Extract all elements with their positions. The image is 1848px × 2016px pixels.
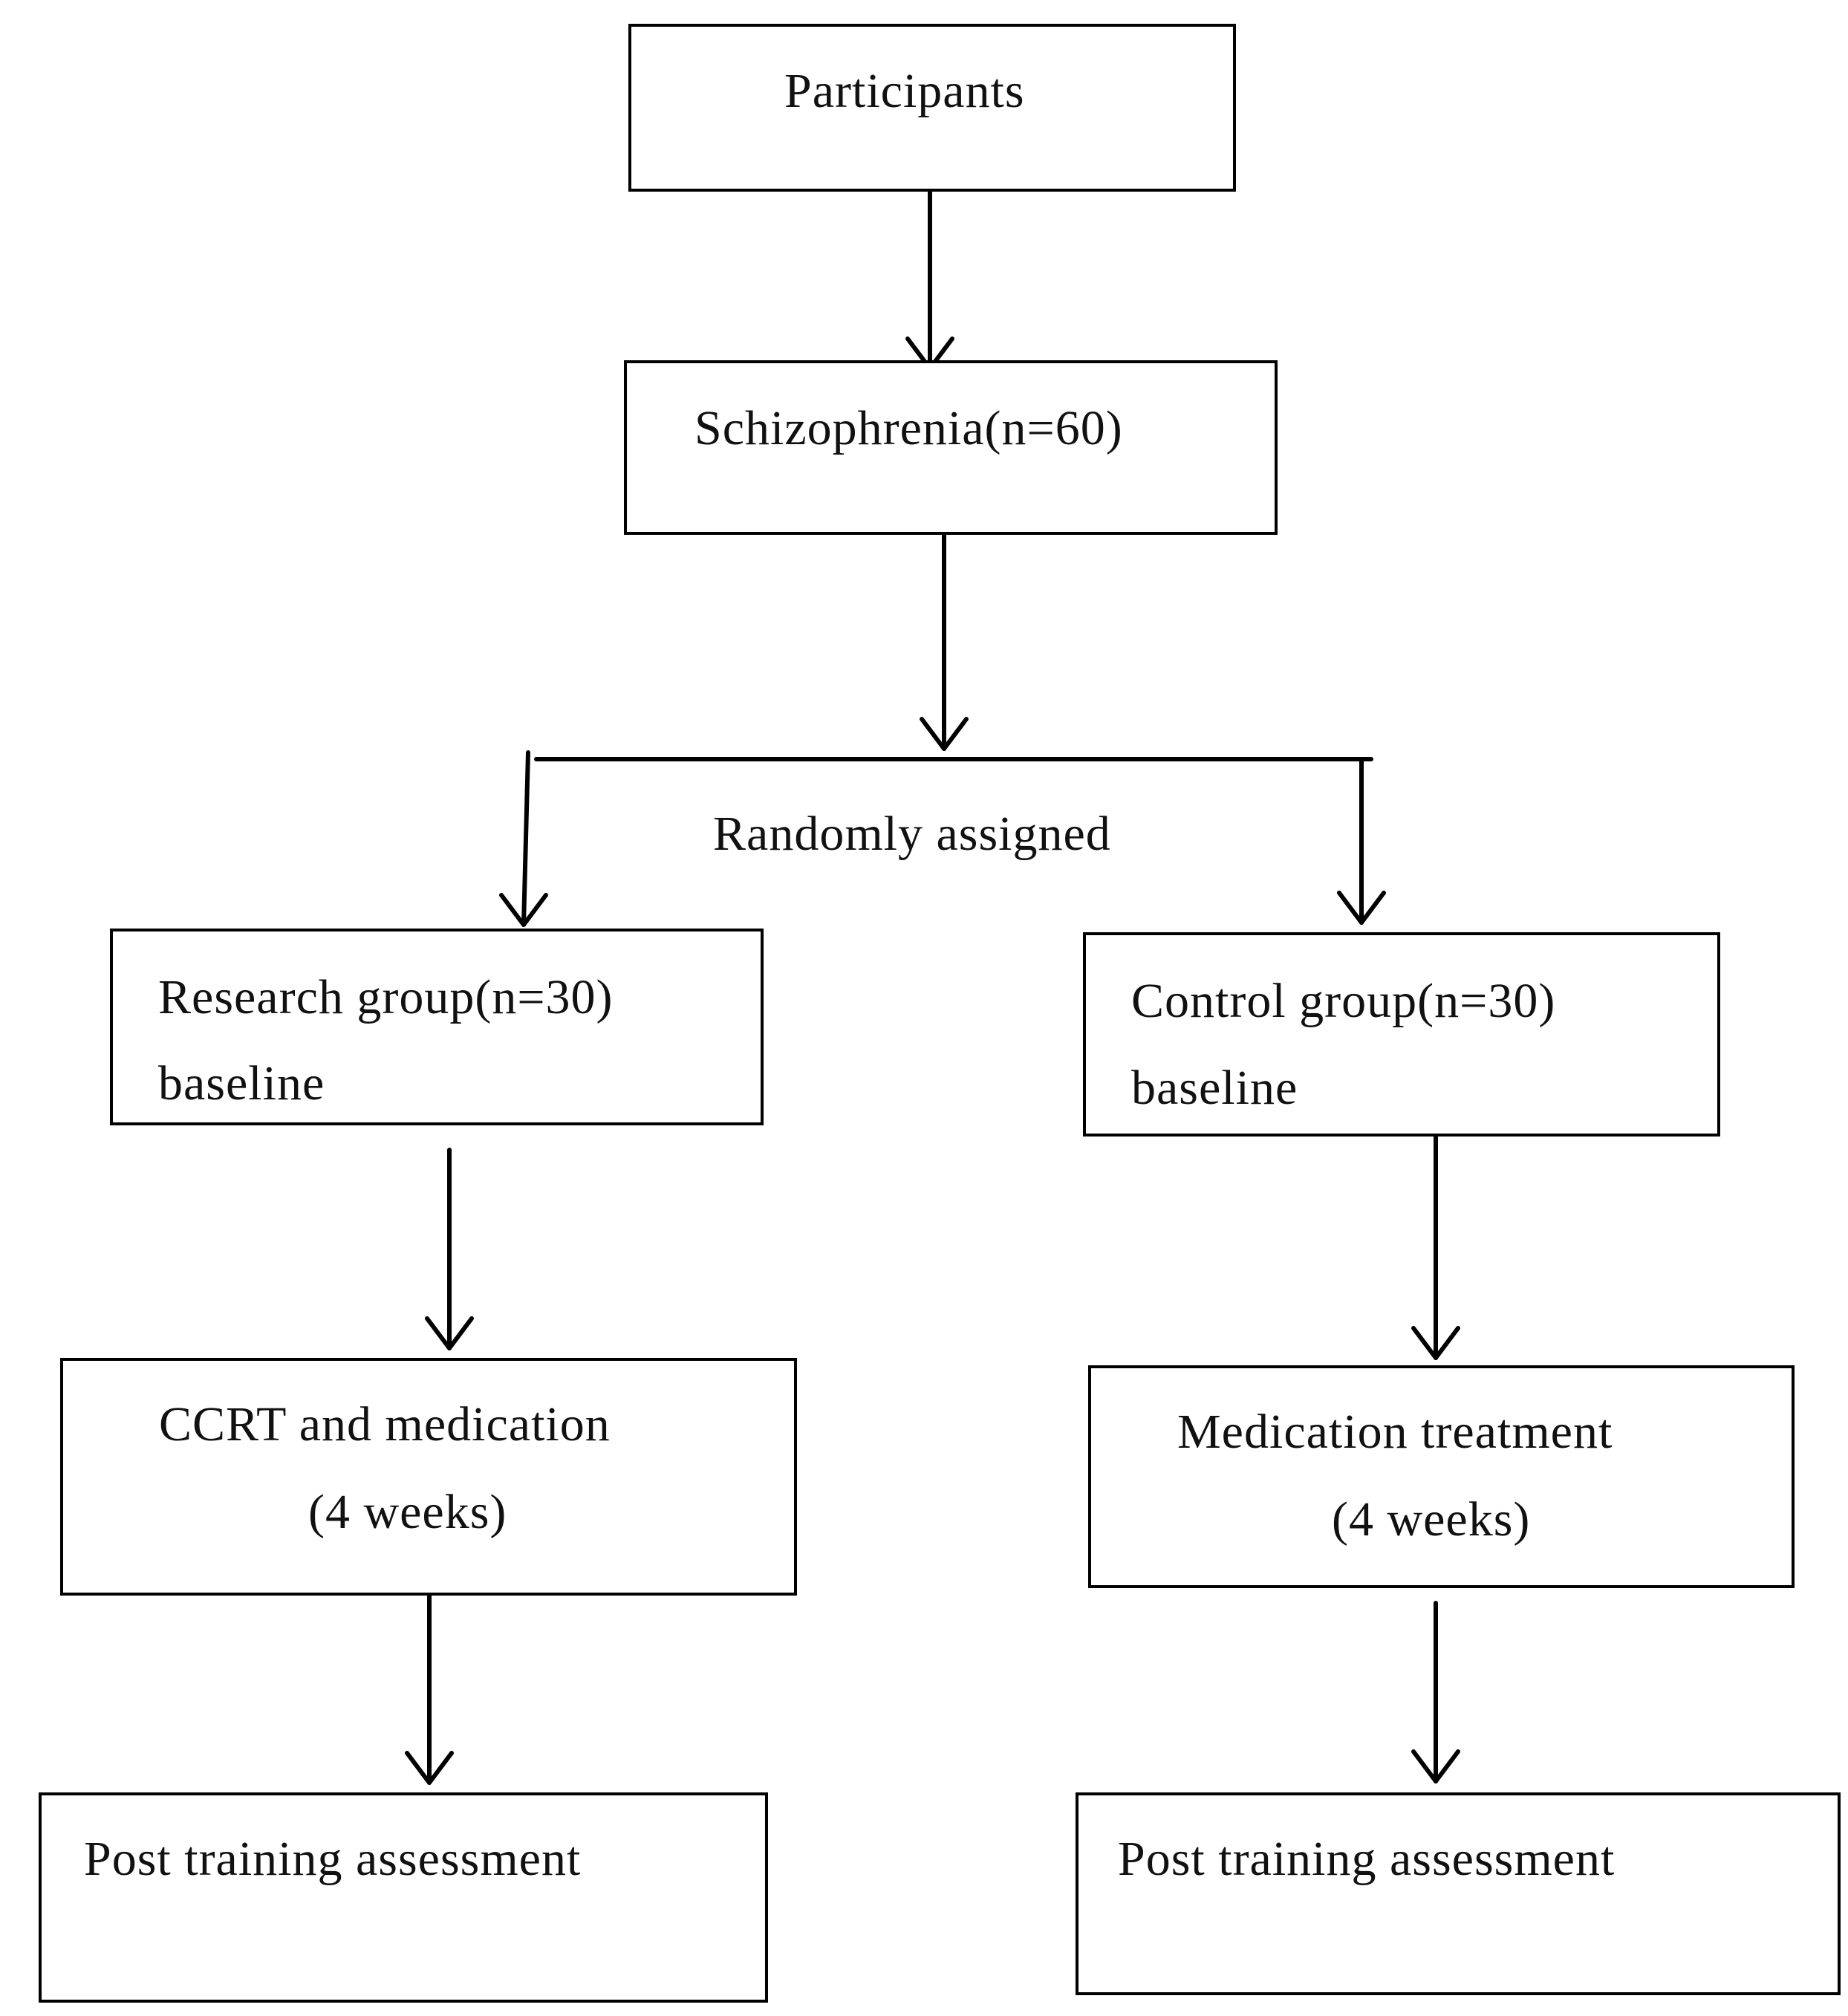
arrow-head-medication — [1411, 1326, 1460, 1360]
control-post-label: Post training assessment — [1118, 1832, 1616, 1886]
research-post-label: Post training assessment — [84, 1832, 582, 1886]
research-treatment-label: CCRT and medication — [159, 1397, 611, 1451]
arrow-head-post-right — [1411, 1749, 1460, 1783]
control-treatment-label: Medication treatment — [1177, 1405, 1613, 1459]
control-treatment-box — [1088, 1365, 1795, 1588]
control-treatment-duration: (4 weeks) — [1332, 1492, 1531, 1547]
arrow-head-research — [499, 893, 548, 927]
research-group-box — [110, 929, 764, 1125]
research-group-baseline: baseline — [158, 1056, 325, 1111]
research-post-box — [39, 1792, 768, 2003]
arrow-head-split — [920, 717, 969, 751]
arrow-head-ccrt — [425, 1316, 474, 1350]
research-treatment-box — [60, 1358, 797, 1596]
arrow-head-control — [1337, 891, 1386, 925]
arrow-head-post-left — [405, 1751, 454, 1785]
schizophrenia-label: Schizophrenia(n=60) — [694, 401, 1123, 455]
participants-box — [628, 24, 1236, 192]
control-group-baseline: baseline — [1131, 1061, 1298, 1115]
randomly-assigned-label: Randomly assigned — [713, 807, 1111, 861]
schizophrenia-box — [624, 360, 1278, 535]
control-post-box — [1076, 1792, 1841, 1995]
control-group-label: Control group(n=30) — [1131, 974, 1556, 1028]
arrow-split-to-research — [521, 750, 530, 927]
research-treatment-duration: (4 weeks) — [308, 1485, 507, 1539]
control-group-box — [1083, 932, 1720, 1137]
participants-label: Participants — [784, 64, 1025, 118]
research-group-label: Research group(n=30) — [158, 970, 614, 1024]
